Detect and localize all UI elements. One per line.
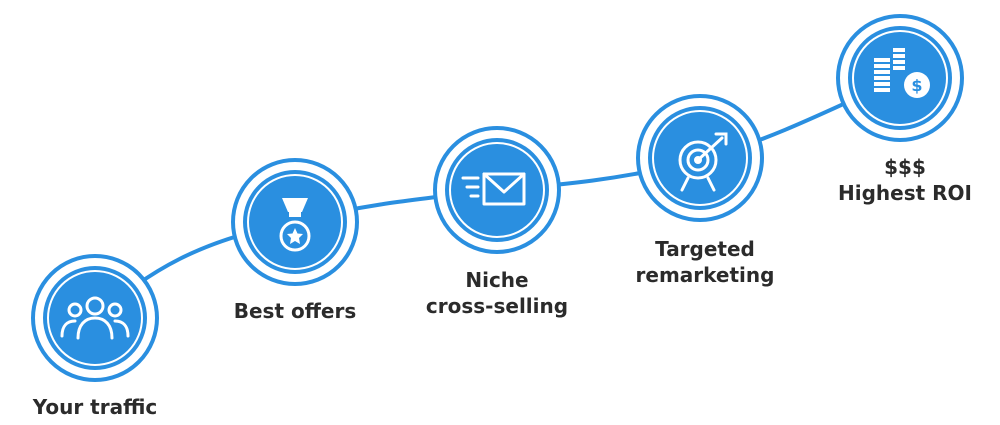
step-label-traffic: Your traffic bbox=[25, 394, 165, 420]
step-label-line: $$$ bbox=[884, 155, 926, 179]
medal-icon bbox=[279, 198, 311, 252]
step-label-roi: $$$ Highest ROI bbox=[830, 154, 980, 206]
email-fast-icon bbox=[461, 172, 526, 206]
step-node-remarketing bbox=[636, 94, 764, 222]
svg-text:$: $ bbox=[911, 76, 922, 95]
step-label-line: Your traffic bbox=[32, 395, 158, 419]
step-label-line: cross-selling bbox=[425, 294, 569, 318]
step-node-offers bbox=[231, 158, 359, 286]
step-label-offers: Best offers bbox=[220, 298, 370, 324]
step-label-line: Niche bbox=[465, 268, 529, 292]
target-arrow-icon bbox=[678, 132, 728, 192]
users-group-icon bbox=[60, 296, 130, 340]
step-label-remarketing: Targeted remarketing bbox=[625, 236, 785, 288]
step-label-line: Highest ROI bbox=[838, 181, 972, 205]
step-label-cross-selling: Niche cross-selling bbox=[417, 267, 577, 319]
step-label-line: remarketing bbox=[635, 263, 775, 287]
step-node-roi: $ bbox=[836, 14, 964, 142]
step-node-cross-selling bbox=[433, 126, 561, 254]
step-node-traffic bbox=[31, 254, 159, 382]
coins-dollar-icon: $ bbox=[874, 48, 930, 98]
step-label-line: Best offers bbox=[233, 299, 357, 323]
step-label-line: Targeted bbox=[655, 237, 755, 261]
